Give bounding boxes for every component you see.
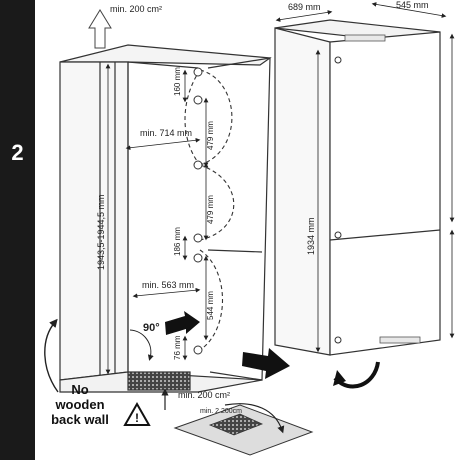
vent-top-arrow [88, 9, 112, 49]
hinge-dimensions [182, 69, 209, 361]
svg-text:!: ! [135, 411, 139, 425]
fridge-hinge-markers [334, 56, 342, 344]
push-arrow [165, 311, 200, 335]
hinge-544-label: 544 mm [206, 291, 215, 320]
fridge-depth-dim [371, 2, 447, 18]
fridge-width-label: 689 mm [288, 2, 321, 12]
warning-icon: ! [123, 401, 151, 426]
plinth-inset [173, 403, 314, 456]
hinge-479b-label: 479 mm [206, 195, 215, 224]
angle-arc [129, 329, 154, 361]
niche-depth-bottom-dim [132, 287, 201, 299]
hinge-markers [193, 67, 203, 355]
warning-line-1: No [71, 382, 89, 397]
door-swing-paths [184, 69, 235, 351]
angle-label: 90° [143, 322, 160, 334]
niche-depth-top-label: min. 714 mm [140, 128, 192, 138]
rotate-arrow [333, 361, 380, 389]
fridge-width-dim [275, 9, 333, 23]
niche-depth-top-dim [125, 137, 201, 151]
vent-top-label: min. 200 cm² [110, 4, 162, 14]
insert-arrow [242, 348, 290, 379]
step-sidebar: 2 [0, 0, 35, 460]
niche-height-label: 1943,5-1944,5 mm [96, 194, 106, 270]
fridge-height-label: 1934 mm [306, 217, 316, 255]
niche-cabinet [59, 44, 272, 393]
rotate-arrowhead [333, 370, 346, 386]
step-number: 2 [11, 140, 24, 165]
fridge-depth-label: 545 mm [396, 0, 429, 10]
warning-line-2: wooden [55, 397, 105, 412]
side-curve-arrow [44, 318, 59, 393]
hinge-479a-label: 479 mm [206, 121, 215, 150]
inset-label: min. 2 200cm [200, 408, 242, 415]
hinge-76-label: 76 mm [173, 335, 182, 360]
fridge-appliance [274, 19, 441, 356]
hinge-160-label: 160 mm [173, 67, 182, 96]
niche-depth-bottom-label: min. 563 mm [142, 280, 194, 290]
hinge-186-label: 186 mm [173, 227, 182, 256]
no-wooden-back-wall-warning: No wooden back wall [40, 382, 120, 427]
vent-bottom-label: min. 200 cm² [178, 390, 230, 400]
warning-line-3: back wall [51, 412, 109, 427]
